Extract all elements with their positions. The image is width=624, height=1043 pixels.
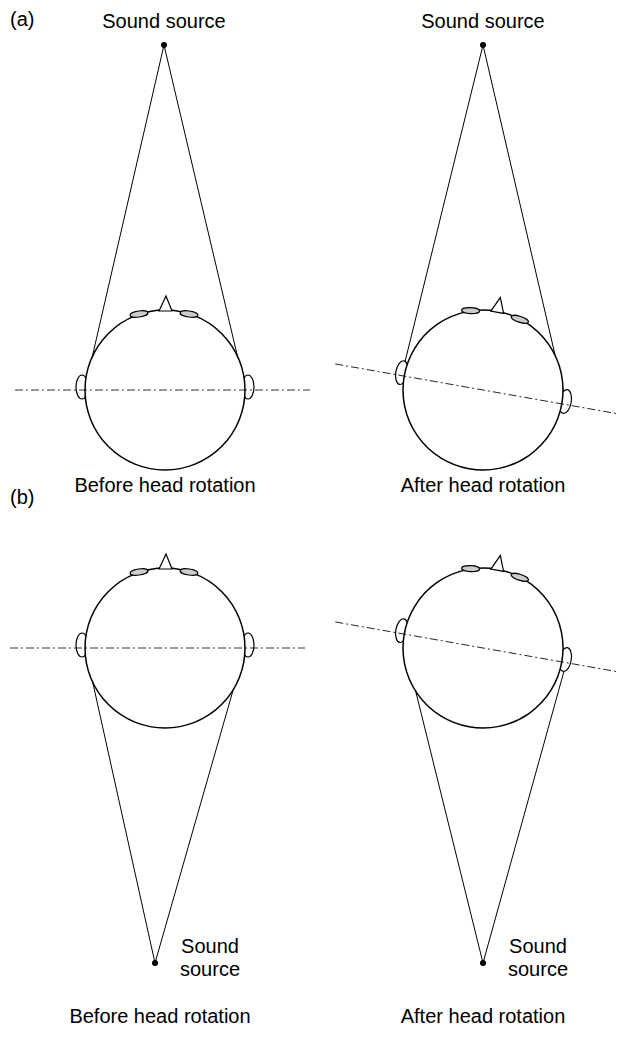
- source-dot: [152, 42, 486, 966]
- caption-label: After head rotation: [401, 474, 566, 497]
- source-label: Sound source: [421, 10, 544, 33]
- source-label: Sound source: [172, 935, 248, 981]
- sound-path: [86, 45, 566, 963]
- panel-label: (a): [10, 8, 34, 31]
- head: [10, 554, 305, 728]
- source-label: Sound source: [102, 10, 225, 33]
- source-label: Sound source: [500, 935, 576, 981]
- caption-label: Before head rotation: [74, 474, 255, 497]
- caption-label: After head rotation: [401, 1005, 566, 1028]
- head: [321, 529, 624, 750]
- head: [321, 271, 624, 492]
- caption-label: Before head rotation: [69, 1005, 250, 1028]
- panel-label: (b): [10, 486, 34, 509]
- head: [15, 296, 310, 470]
